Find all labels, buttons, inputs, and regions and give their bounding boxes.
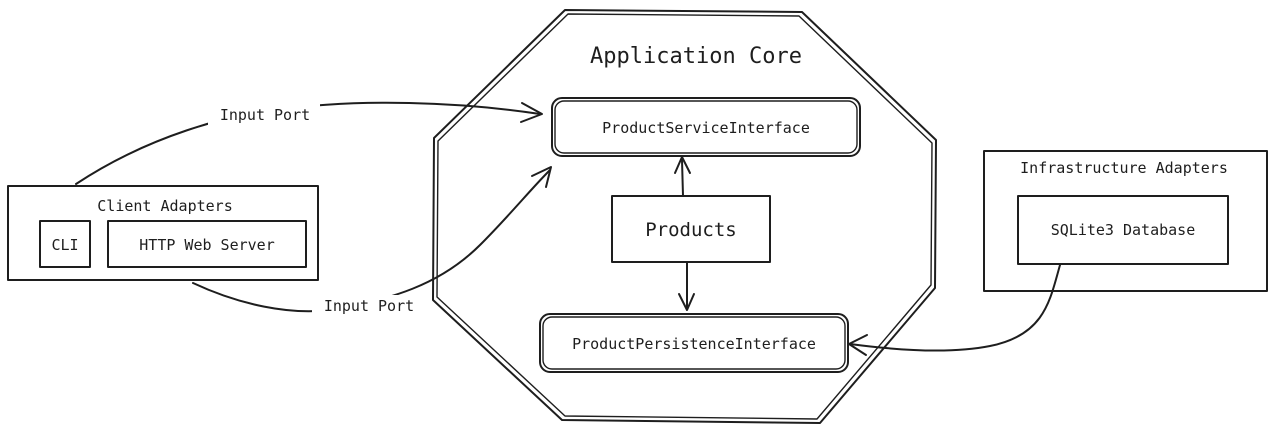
database-to-persistence-arrow [848, 264, 1061, 356]
product-service-interface-label: ProductServiceInterface [602, 119, 810, 137]
application-core-octagon [432, 9, 937, 424]
products-to-persistence-arrow [678, 262, 695, 311]
product-service-interface-box [551, 97, 861, 157]
infrastructure-adapters-title: Infrastructure Adapters [1020, 159, 1228, 177]
products-to-service-arrow [674, 156, 691, 197]
cli-label: CLI [51, 236, 78, 254]
product-persistence-interface-box [539, 313, 849, 373]
client-adapters-title: Client Adapters [97, 197, 232, 215]
sqlite-database-label: SQLite3 Database [1051, 221, 1196, 239]
input-port-top-label: Input Port [220, 106, 310, 124]
http-web-server-label: HTTP Web Server [139, 236, 274, 254]
products-label: Products [645, 219, 737, 241]
client-adapters-box [7, 185, 319, 281]
input-port-bottom-arrow [192, 166, 552, 313]
input-port-bottom-label: Input Port [324, 297, 414, 315]
application-core-title: Application Core [590, 44, 802, 69]
product-persistence-interface-label: ProductPersistenceInterface [572, 335, 816, 353]
products-box [611, 195, 771, 263]
infrastructure-adapters-box [983, 150, 1268, 292]
